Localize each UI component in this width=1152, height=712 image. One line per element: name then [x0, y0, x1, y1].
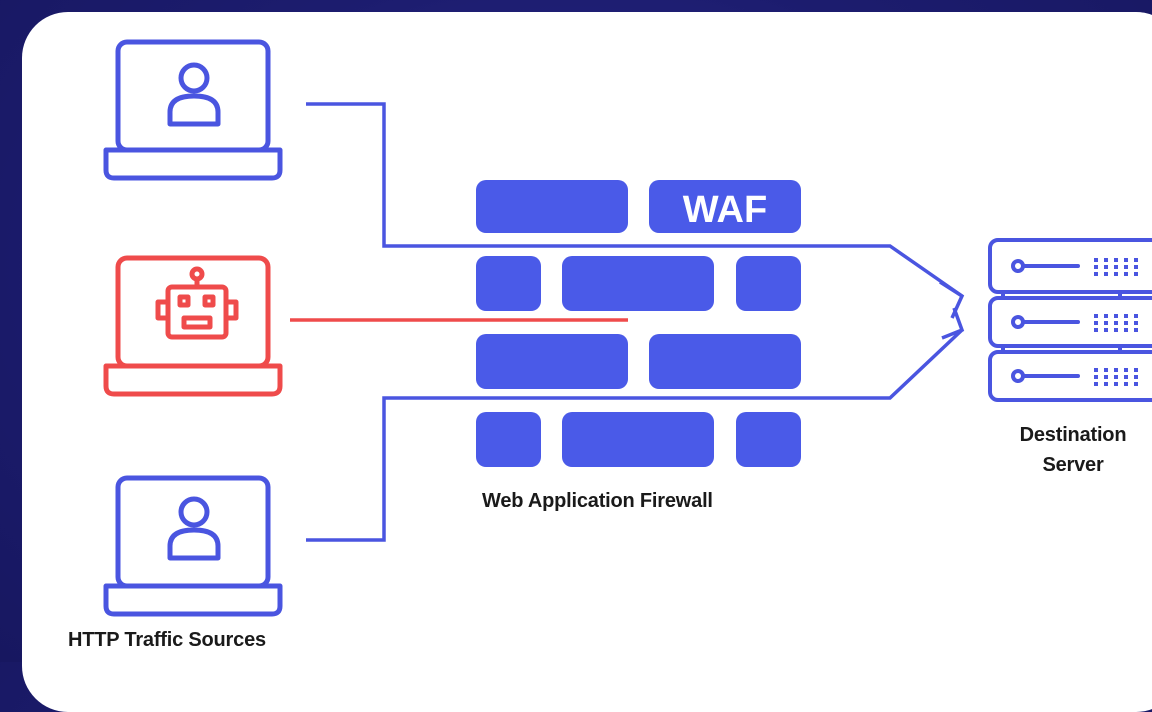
vent-dot	[1134, 382, 1138, 386]
waf-badge-brick	[649, 180, 801, 233]
vent-dot	[1094, 382, 1098, 386]
destination-label-line1: Destination	[1019, 424, 1127, 446]
vent-dot	[1094, 328, 1098, 332]
vent-dot	[1114, 314, 1118, 318]
firewall-wall	[476, 180, 801, 467]
vent-dot	[1104, 321, 1108, 325]
arrowhead-top	[939, 280, 965, 319]
vent-dot	[1094, 314, 1098, 318]
vent-dot	[1124, 258, 1128, 262]
vent-dot	[1114, 382, 1118, 386]
firewall-brick	[649, 334, 801, 389]
firewall-brick	[476, 334, 628, 389]
vent-dot	[1134, 272, 1138, 276]
vent-dot	[1134, 314, 1138, 318]
vent-dot	[1124, 265, 1128, 269]
vent-dot	[1134, 368, 1138, 372]
vent-dot	[1094, 368, 1098, 372]
vent-dot	[1134, 328, 1138, 332]
vent-dot	[1114, 265, 1118, 269]
vent-dot	[1124, 321, 1128, 325]
firewall-brick	[476, 256, 541, 311]
firewall-brick	[562, 412, 714, 467]
vent-dot	[1124, 368, 1128, 372]
vent-dot	[1124, 272, 1128, 276]
laptop-user-icon	[103, 39, 283, 181]
firewall-brick	[736, 256, 801, 311]
vent-dot	[1134, 375, 1138, 379]
user-traffic-line-bottom	[306, 328, 964, 542]
vent-dot	[1114, 321, 1118, 325]
vent-dot	[1094, 375, 1098, 379]
vent-dot	[1094, 272, 1098, 276]
laptop-robot-icon	[103, 255, 283, 397]
firewall-brick	[562, 256, 714, 311]
waf-label: Web Application Firewall	[482, 490, 713, 512]
vent-dot	[1134, 321, 1138, 325]
vent-dot	[1094, 265, 1098, 269]
vent-dot	[1094, 258, 1098, 262]
vent-dot	[1114, 328, 1118, 332]
vent-dot	[1134, 265, 1138, 269]
vent-dot	[1114, 272, 1118, 276]
waf-badge-text: WAF	[683, 189, 767, 231]
vent-dot	[1094, 321, 1098, 325]
server-icon	[988, 238, 1152, 402]
firewall-brick	[736, 412, 801, 467]
user-traffic-line-top	[306, 102, 963, 298]
vent-dot	[1104, 368, 1108, 372]
vent-dot	[1104, 382, 1108, 386]
vent-dot	[1124, 328, 1128, 332]
vent-dot	[1104, 375, 1108, 379]
waf-diagram: WAF	[103, 39, 1152, 617]
vent-dot	[1114, 368, 1118, 372]
arrowhead-bottom	[941, 307, 965, 340]
vent-dot	[1104, 265, 1108, 269]
vent-dot	[1124, 314, 1128, 318]
vent-dot	[1114, 258, 1118, 262]
server-vent-dots	[1094, 258, 1138, 386]
vent-dot	[1114, 375, 1118, 379]
vent-dot	[1104, 328, 1108, 332]
laptop-user-icon	[103, 475, 283, 617]
firewall-brick	[476, 180, 628, 233]
vent-dot	[1124, 382, 1128, 386]
destination-label: Destination Server	[980, 420, 1152, 480]
vent-dot	[1134, 258, 1138, 262]
sources-label: HTTP Traffic Sources	[68, 629, 266, 651]
vent-dot	[1104, 272, 1108, 276]
vent-dot	[1104, 314, 1108, 318]
destination-label-line2: Server	[1042, 454, 1104, 476]
vent-dot	[1104, 258, 1108, 262]
vent-dot	[1124, 375, 1128, 379]
firewall-brick	[476, 412, 541, 467]
